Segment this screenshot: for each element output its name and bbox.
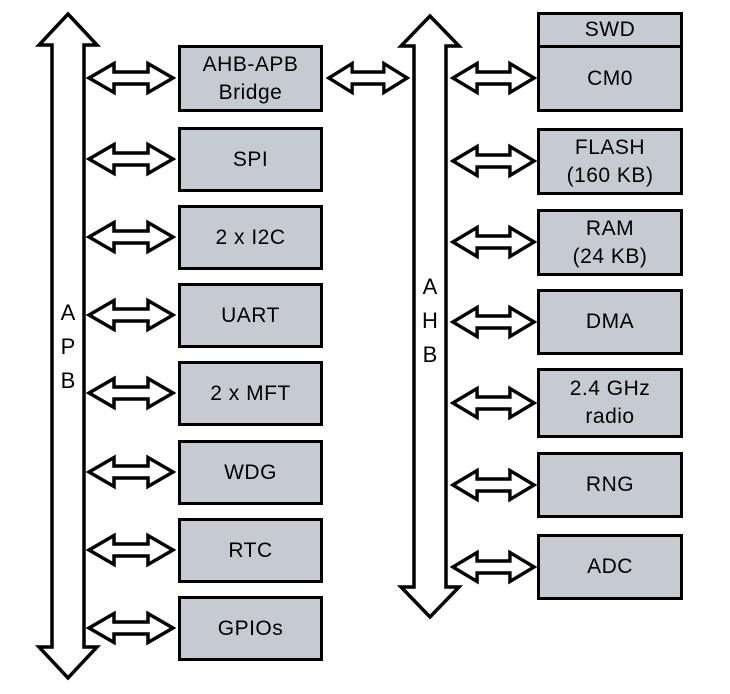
arrow-ahb-ram (450, 224, 537, 260)
arrow-apb-rtc (86, 532, 176, 568)
arrow-ahb-adc (450, 549, 537, 585)
arrow-ahb-flash (450, 143, 537, 179)
arrow-ahb-radio (450, 385, 537, 421)
arrow-apb-spi (86, 141, 176, 177)
block-swd: SWD (537, 12, 683, 48)
block-label-i2c: 2 x I2C (215, 225, 286, 249)
block-label-wdg: WDG (224, 460, 277, 484)
arrow-ahb-rng (450, 467, 537, 503)
block-flash: FLASH (160 KB) (537, 128, 683, 195)
block-rtc: RTC (178, 518, 323, 583)
block-dma: DMA (537, 289, 683, 355)
block-rng: RNG (537, 452, 683, 518)
block-label-gpios: GPIOs (217, 616, 284, 640)
block-ram: RAM (24 KB) (537, 209, 683, 276)
block-spi: SPI (178, 127, 323, 192)
block-label-rng: RNG (585, 473, 635, 496)
block-radio: 2.4 GHz radio (537, 368, 683, 438)
arrow-apb-mft (86, 375, 176, 411)
block-wdg: WDG (178, 440, 323, 505)
block-cm0: CM0 (537, 45, 683, 112)
arrow-apb-i2c (86, 219, 176, 255)
block-label-ram: RAM (24 KB) (572, 216, 648, 268)
ahb-bus-arrow (396, 13, 464, 620)
arrow-bridge-ahb (326, 60, 410, 96)
apb-bus-arrow (34, 11, 102, 681)
block-adc: ADC (537, 534, 683, 600)
arrow-apb-bridge (86, 60, 176, 96)
block-label-spi: SPI (232, 147, 269, 171)
block-label-cm0: CM0 (587, 66, 633, 90)
block-gpios: GPIOs (178, 596, 323, 661)
block-uart: UART (178, 283, 323, 348)
block-label-mft: 2 x MFT (210, 381, 291, 405)
block-label-dma: DMA (585, 310, 635, 333)
block-label-ahb-apb-bridge: AHB-APB Bridge (202, 52, 299, 104)
arrow-ahb-dma (450, 304, 537, 340)
block-label-uart: UART (221, 303, 280, 327)
block-label-swd: SWD (584, 18, 636, 41)
arrow-apb-wdg (86, 454, 176, 490)
arrow-ahb-cm0 (450, 60, 537, 96)
block-label-radio: 2.4 GHz radio (569, 377, 651, 428)
block-mft: 2 x MFT (178, 361, 323, 426)
block-label-flash: FLASH (160 KB) (566, 135, 654, 187)
arrow-apb-uart (86, 297, 176, 333)
block-label-rtc: RTC (228, 538, 273, 562)
block-ahb-apb-bridge: AHB-APB Bridge (178, 45, 323, 112)
arrow-apb-gpios (86, 610, 176, 646)
block-i2c: 2 x I2C (178, 205, 323, 270)
block-label-adc: ADC (587, 555, 633, 578)
